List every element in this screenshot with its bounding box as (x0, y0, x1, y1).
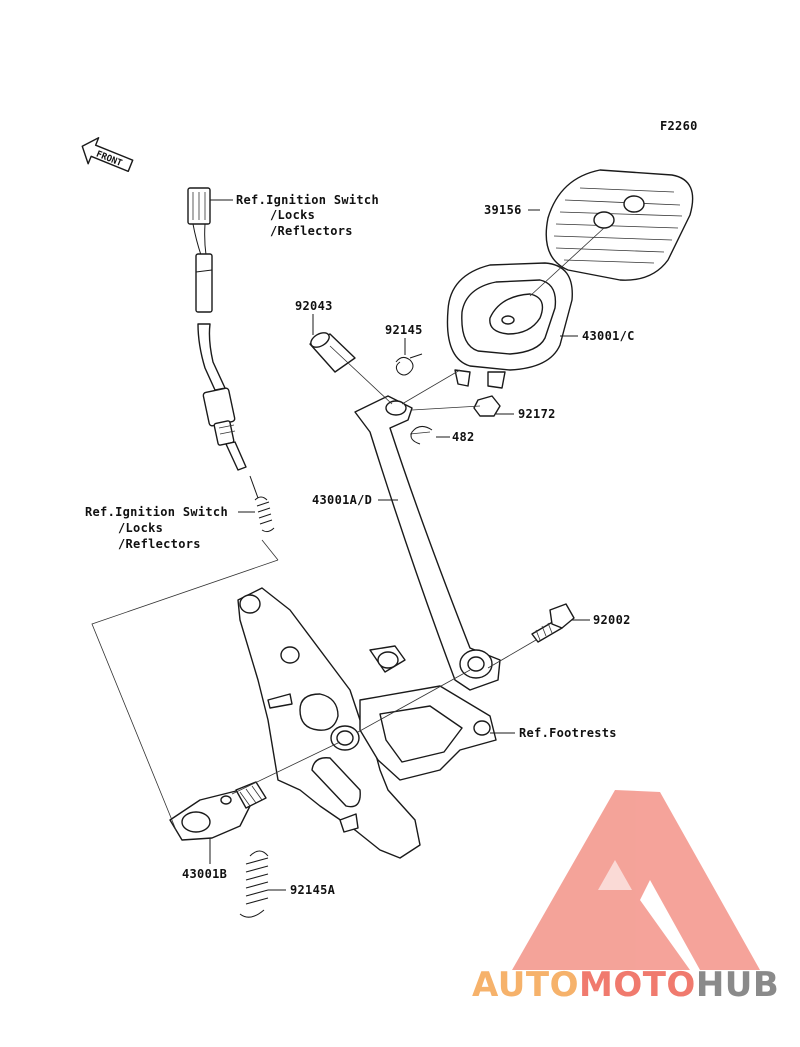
label-92043: 92043 (295, 299, 333, 313)
label-43001c: 43001/C (582, 329, 635, 343)
label-92002: 92002 (593, 613, 631, 627)
watermark-auto: AUTO (472, 965, 579, 1005)
ignition-ref-mid: Ref.Ignition Switch /Locks /Reflectors (85, 505, 228, 551)
label-92172: 92172 (518, 407, 556, 421)
brake-pedal-pad (545, 169, 694, 281)
spring-92145 (395, 353, 423, 376)
footrest-bracket (237, 587, 497, 859)
clip-482 (410, 426, 433, 445)
label-92145: 92145 (385, 323, 423, 337)
automotohub-watermark: AUTOMOTOHUB (472, 790, 779, 1005)
label-43001b: 43001B (182, 867, 227, 881)
watermark-hub: HUB (696, 965, 779, 1005)
label-482: 482 (452, 430, 475, 444)
brake-pedal-holder (446, 262, 573, 389)
ref-ignition-mid-line3: /Reflectors (118, 537, 201, 551)
brake-light-switch-wiring (187, 187, 275, 533)
watermark-moto: MOTO (579, 965, 696, 1005)
ref-ignition-top-line2: /Locks (270, 208, 315, 222)
label-92145a: 92145A (290, 883, 336, 897)
label-39156: 39156 (484, 203, 522, 217)
ref-ignition-top-line1: Ref.Ignition Switch (236, 193, 379, 207)
ref-ignition-top-line3: /Reflectors (270, 224, 353, 238)
ref-ignition-mid-line1: Ref.Ignition Switch (85, 505, 228, 519)
svg-text:AUTOMOTOHUB: AUTOMOTOHUB (472, 965, 779, 1005)
brake-pedal-arm (354, 395, 501, 691)
leader-lines (91, 199, 590, 891)
pin-92043 (309, 332, 356, 373)
label-43001ad: 43001A/D (312, 493, 372, 507)
front-arrow-icon: FRONT (81, 137, 134, 173)
automotohub-logo-icon (512, 790, 760, 970)
lever-43001b (169, 781, 267, 841)
bolt-92002 (531, 603, 575, 643)
ref-ignition-mid-line2: /Locks (118, 521, 163, 535)
label-ref-footrests: Ref.Footrests (519, 726, 617, 740)
figure-code: F2260 (660, 119, 698, 133)
ignition-ref-top: Ref.Ignition Switch /Locks /Reflectors (236, 193, 379, 238)
spring-92145a (239, 850, 269, 918)
nut-92172 (473, 395, 501, 417)
